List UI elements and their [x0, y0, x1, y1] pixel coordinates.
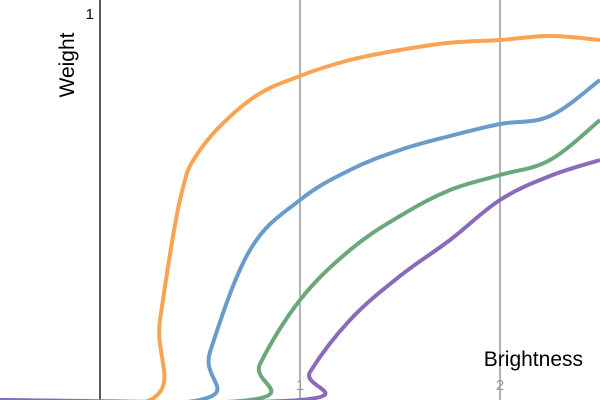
y-tick-label: 1	[86, 6, 94, 23]
x-axis-title: Brightness	[484, 348, 583, 371]
series-layer	[0, 34, 600, 400]
series-line-3	[0, 118, 600, 400]
y-axis-title: Weight	[56, 32, 79, 97]
series-line-1	[0, 34, 600, 400]
series-line-2	[0, 78, 600, 400]
x-tick-label: 2	[496, 377, 504, 394]
y-tick-labels: 1	[86, 6, 94, 23]
series-line-4	[0, 158, 600, 400]
x-tick-label: 1	[296, 377, 304, 394]
